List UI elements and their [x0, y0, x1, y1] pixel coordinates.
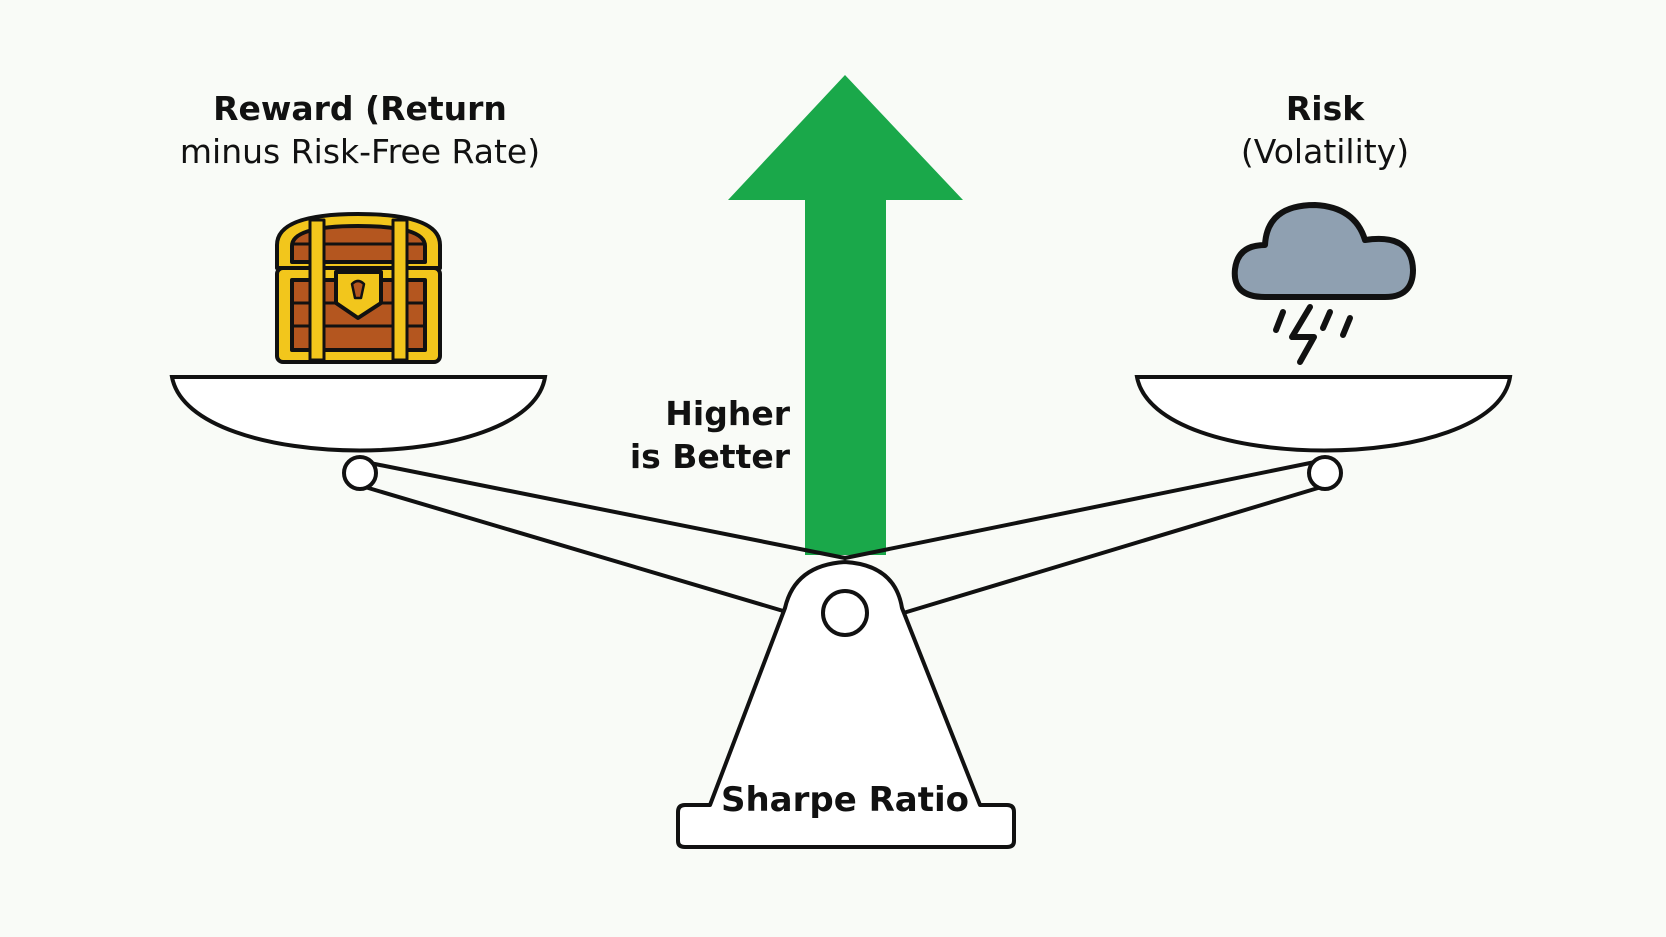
left-pan: [169, 375, 548, 491]
reward-label: Reward (Return minus Risk-Free Rate): [90, 88, 630, 174]
right-pan-hinge: [1307, 455, 1343, 491]
storm-cloud-icon: [1231, 202, 1416, 365]
risk-label-line1: Risk: [1285, 89, 1365, 128]
left-pan-hinge: [342, 455, 378, 491]
right-pan: [1134, 375, 1513, 491]
higher-label-line2: is Better: [629, 436, 790, 476]
reward-label-line1: Reward (Return: [213, 89, 507, 128]
fulcrum-pivot: [821, 589, 869, 637]
up-arrow-icon: [728, 75, 963, 555]
treasure-chest-icon: [275, 212, 442, 364]
sharpe-ratio-label: Sharpe Ratio: [720, 780, 970, 820]
scale-stand: [676, 560, 1016, 849]
risk-label-line2: (Volatility): [1240, 131, 1410, 171]
higher-label-line1: Higher: [665, 394, 790, 433]
reward-label-line2: minus Risk-Free Rate): [179, 131, 541, 171]
higher-is-better-label: Higher is Better: [590, 393, 790, 479]
risk-label: Risk (Volatility): [1175, 88, 1475, 174]
scale-beam: [363, 460, 1320, 616]
